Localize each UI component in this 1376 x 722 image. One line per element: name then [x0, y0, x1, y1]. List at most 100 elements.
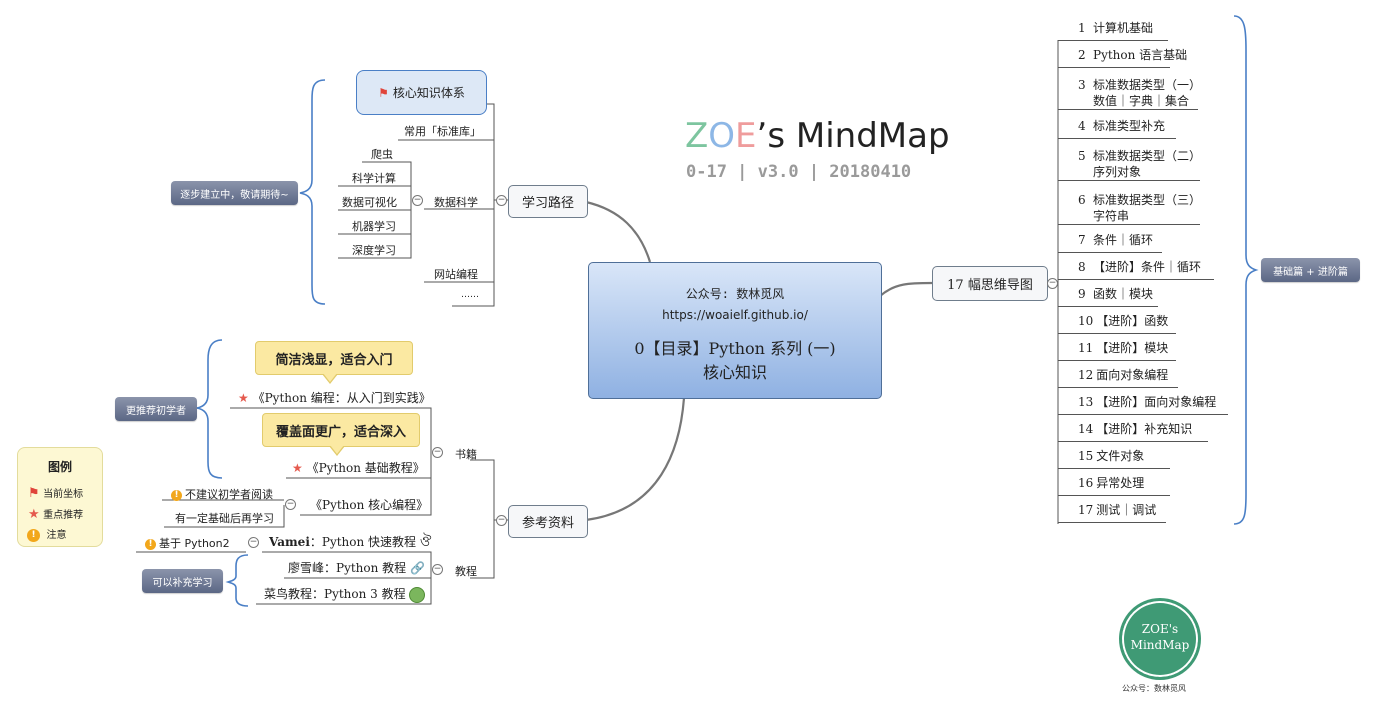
learning-path-node[interactable]: 学习路径	[508, 185, 588, 218]
logo-subtitle: 0-17 | v3.0 | 20180410	[686, 162, 912, 182]
ds-visualization[interactable]: 数据可视化	[342, 196, 397, 209]
logo-zoe: ZOE	[685, 116, 757, 156]
ds-ml[interactable]: 机器学习	[352, 220, 396, 233]
tutorials-node[interactable]: 教程	[455, 565, 477, 578]
mindmap-item-number: 17	[1078, 503, 1094, 517]
mindmap-item-13[interactable]: 13【进阶】面向对象编程	[1078, 394, 1216, 410]
mindmap-item-number: 1	[1078, 21, 1086, 35]
references-node[interactable]: 参考资料	[508, 505, 588, 538]
mindmap-item-number: 3	[1078, 78, 1086, 92]
mindmaps-node[interactable]: 17 幅思维导图	[932, 266, 1048, 301]
collapse-books-icon[interactable]: −	[432, 447, 443, 458]
warning-icon: !	[145, 538, 156, 550]
recommend-beginners[interactable]: 更推荐初学者	[115, 397, 197, 421]
mindmap-item-underline	[1058, 495, 1170, 496]
data-science-node[interactable]: 数据科学	[434, 196, 478, 209]
recommend-star-icon: ★	[238, 391, 249, 405]
ds-dl[interactable]: 深度学习	[352, 244, 396, 257]
central-topic[interactable]: 公众号: 数林觅风 https://woaielf.github.io/ 0【目…	[588, 262, 882, 399]
mindmap-item-title: 标准数据类型（二）	[1093, 149, 1202, 163]
not-for-beginners[interactable]: !不建议初学者阅读	[171, 486, 273, 502]
mindmap-item-underline	[1058, 441, 1208, 442]
ds-scientific[interactable]: 科学计算	[352, 172, 396, 185]
legend-recommend: ★ 重点推荐	[28, 506, 83, 522]
central-url[interactable]: https://woaielf.github.io/	[662, 308, 808, 322]
collapse-data-science-icon[interactable]: −	[412, 195, 423, 206]
book2-title: 《Python 基础教程》	[306, 461, 425, 475]
mindmap-item-number: 15	[1078, 449, 1094, 463]
collapse-learning-path-icon[interactable]: −	[496, 195, 507, 206]
mindmap-item-11[interactable]: 11【进阶】模块	[1078, 340, 1168, 356]
collapse-core-python-icon[interactable]: −	[285, 499, 296, 510]
stdlib-node[interactable]: 常用「标准库」	[404, 125, 481, 138]
core-knowledge-label: 核心知识体系	[392, 86, 465, 100]
book-core-python[interactable]: 《Python 核心编程》	[310, 498, 429, 512]
supplement-tag[interactable]: 可以补充学习	[142, 569, 223, 593]
mindmap-item-title: 条件｜循环	[1093, 233, 1154, 247]
book-python-basics[interactable]: ★ 《Python 基础教程》	[292, 460, 425, 476]
runoob-title: 菜鸟教程：Python 3 教程	[264, 587, 406, 601]
mindmap-item-number: 2	[1078, 48, 1086, 62]
mindmap-item-underline	[1058, 224, 1200, 225]
mindmap-item-number: 8	[1078, 260, 1086, 274]
signature-icon: ঔ	[419, 534, 432, 550]
mindmap-item-14[interactable]: 14【进阶】补充知识	[1078, 421, 1192, 437]
mindmap-item-title: 标准类型补充	[1093, 119, 1166, 133]
link-icon: 🔗	[410, 561, 425, 575]
mindmap-item-title: 【进阶】补充知识	[1096, 422, 1193, 436]
mindmap-item-number: 16	[1078, 476, 1094, 490]
more-node[interactable]: ……	[461, 290, 479, 300]
mindmap-item-number: 6	[1078, 193, 1086, 207]
mindmap-item-10[interactable]: 10【进阶】函数	[1078, 313, 1168, 329]
vamei-name: Vamei	[269, 535, 310, 549]
ds-crawler[interactable]: 爬虫	[371, 148, 393, 161]
legend: 图例 ⚑ 当前坐标 ★ 重点推荐 ! 注意	[17, 447, 103, 547]
with-basics[interactable]: 有一定基础后再学习	[175, 512, 274, 525]
collapse-vamei-icon[interactable]: −	[248, 537, 259, 548]
tutorial-vamei[interactable]: Vamei：Python 快速教程 ঔ	[269, 534, 431, 550]
python2-note[interactable]: !基于 Python2	[145, 535, 230, 551]
legend-recommend-label: 重点推荐	[43, 510, 84, 521]
mindmap-item-8[interactable]: 8【进阶】条件｜循环	[1078, 259, 1201, 275]
recommend-star-icon: ★	[292, 461, 303, 475]
mindmap-logo: ZOE’s MindMap	[685, 116, 950, 156]
tutorial-runoob[interactable]: 菜鸟教程：Python 3 教程	[264, 586, 426, 603]
books-node[interactable]: 书籍	[455, 448, 477, 461]
collapse-mindmaps-icon[interactable]: −	[1047, 278, 1058, 289]
warning-icon: !	[171, 489, 182, 501]
basic-advanced-tag[interactable]: 基础篇 + 进阶篇	[1261, 258, 1360, 282]
book-python-crash-course[interactable]: ★ 《Python 编程：从入门到实践》	[238, 390, 431, 406]
collapse-tutorials-icon[interactable]: −	[432, 564, 443, 575]
mindmap-item-underline	[1058, 180, 1200, 181]
tip-deep: 覆盖面更广，适合深入	[262, 413, 420, 456]
in-progress-note[interactable]: 逐步建立中，敬请期待~	[171, 181, 298, 205]
central-subtitle: 核心知识	[702, 363, 767, 382]
mindmap-item-title: 【进阶】面向对象编程	[1096, 395, 1217, 409]
mindmap-item-title: 函数｜模块	[1093, 287, 1154, 301]
mindmap-item-underline	[1058, 40, 1168, 41]
core-knowledge-node[interactable]: ⚑ 核心知识体系	[356, 70, 487, 115]
stamp-line2: MindMap	[1130, 638, 1190, 652]
central-account: 公众号: 数林觅风	[685, 287, 785, 301]
web-node[interactable]: 网站编程	[434, 268, 478, 281]
collapse-references-icon[interactable]: −	[496, 515, 507, 526]
mindmap-item-title: 标准数据类型（一）	[1093, 78, 1202, 92]
tutorial-liaoxuefeng[interactable]: 廖雪峰：Python 教程 🔗	[288, 560, 425, 576]
mindmap-item-underline	[1058, 252, 1162, 253]
mindmap-item-title: 测试｜调试	[1096, 503, 1157, 517]
mindmap-item-underline	[1058, 522, 1166, 523]
flag-icon: ⚑	[28, 486, 40, 501]
